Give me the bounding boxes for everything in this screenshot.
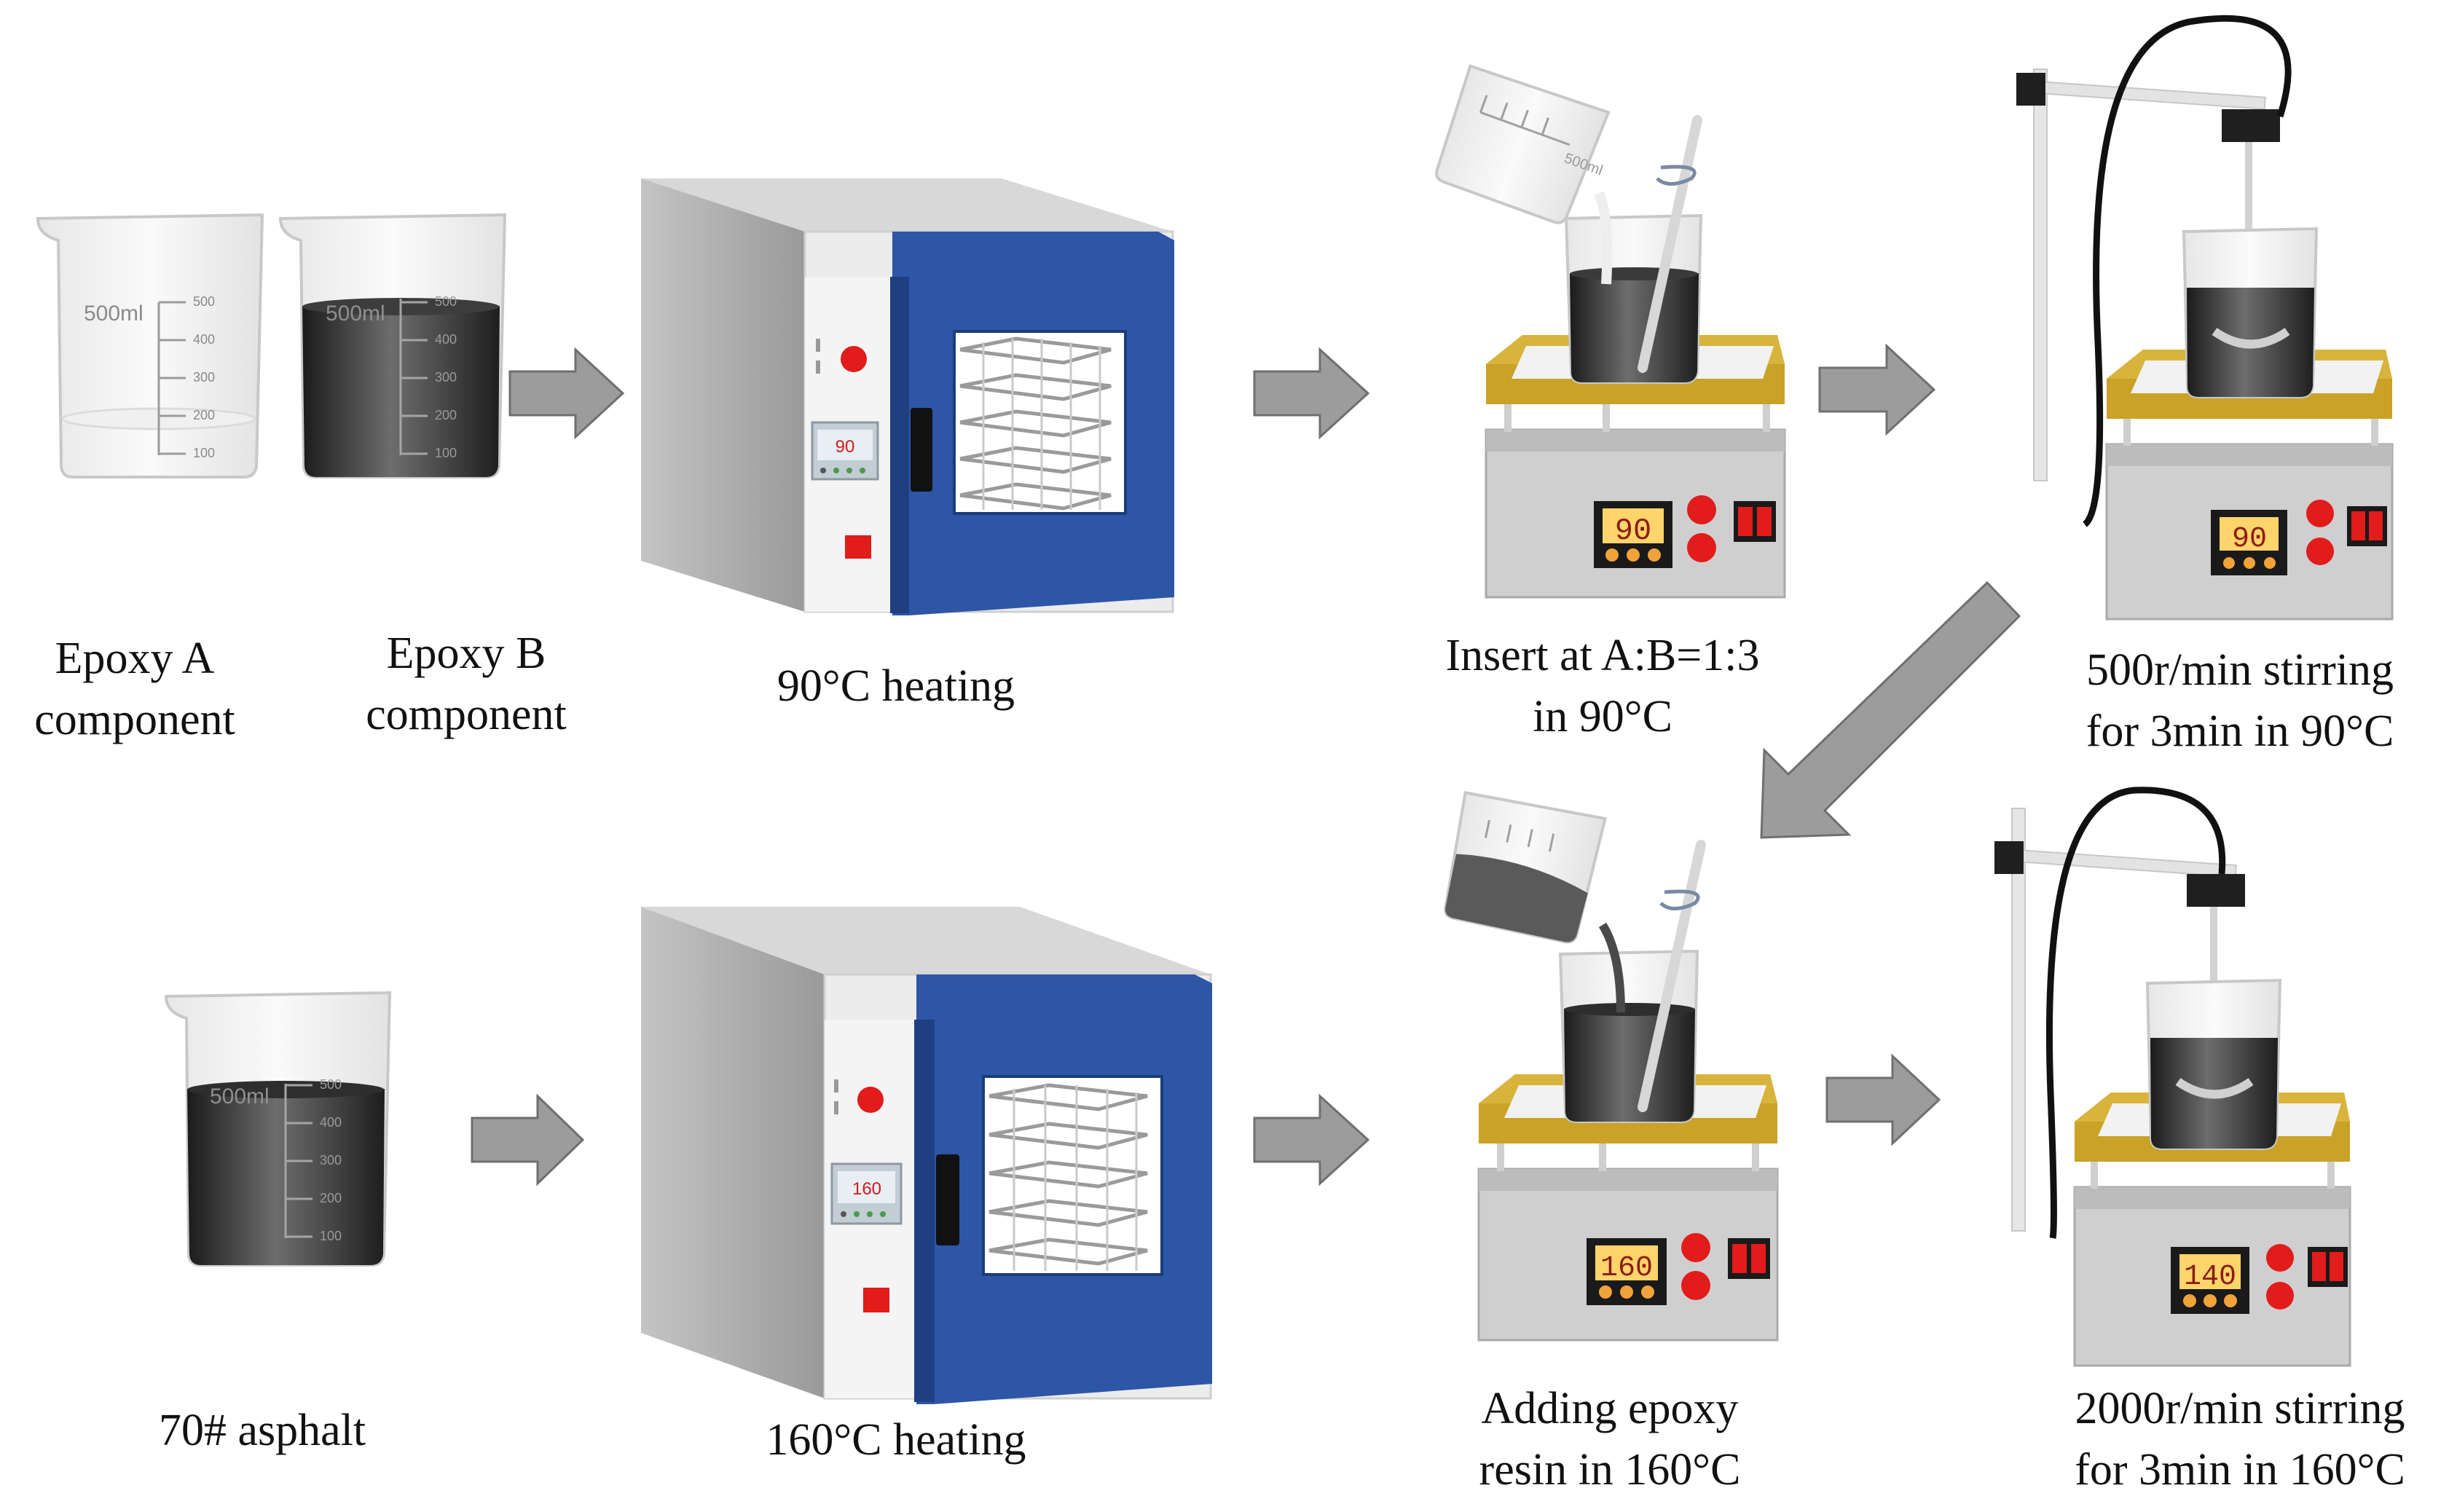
caption-stir-500: 500r/min stirring for 3min in 90°C bbox=[2036, 639, 2444, 762]
beaker-volume-label: 500ml bbox=[84, 302, 144, 326]
tick-label: 400 bbox=[193, 332, 215, 347]
tick-label: 400 bbox=[320, 1115, 342, 1130]
tick-label: 100 bbox=[193, 446, 215, 460]
tick-label: 100 bbox=[320, 1229, 342, 1243]
caption-line: component bbox=[366, 690, 567, 739]
caption-line: Epoxy A bbox=[55, 634, 215, 683]
flow-arrow bbox=[1253, 1093, 1370, 1186]
flow-arrow bbox=[1253, 347, 1370, 440]
tick-label: 200 bbox=[193, 408, 215, 422]
caption-asphalt: 70# asphalt bbox=[109, 1400, 415, 1461]
oven-temperature-readout: 90 bbox=[836, 437, 855, 457]
tick-label: 300 bbox=[435, 370, 457, 385]
caption-line: 500r/min stirring bbox=[2086, 645, 2394, 695]
tick-label: 500 bbox=[320, 1077, 342, 1092]
control-knob bbox=[2306, 538, 2334, 565]
caption-line: Epoxy B bbox=[386, 629, 546, 678]
tick-label: 300 bbox=[320, 1153, 342, 1168]
hotplate-mixing-top: 90 500ml bbox=[1435, 64, 1786, 599]
control-knob bbox=[1681, 1271, 1710, 1300]
oven-door-handle bbox=[911, 408, 932, 492]
caption-line: Insert at A:B=1:3 bbox=[1445, 631, 1760, 680]
beaker-volume-label: 500ml bbox=[326, 302, 385, 326]
power-switch bbox=[863, 1288, 889, 1312]
tick-label: 400 bbox=[435, 332, 457, 347]
stirring-station-bottom: 140 bbox=[1994, 787, 2351, 1367]
hotplate-temperature-readout: 90 bbox=[2232, 523, 2267, 556]
caption-stir-2000: 2000r/min stirring for 3min in 160°C bbox=[2032, 1378, 2448, 1500]
tick-label: 200 bbox=[435, 408, 457, 422]
hotplate-temperature-readout: 90 bbox=[1615, 513, 1651, 548]
oven-temperature-readout: 160 bbox=[852, 1179, 881, 1199]
oven-door-handle bbox=[936, 1154, 959, 1245]
caption-line: for 3min in 160°C bbox=[2075, 1445, 2405, 1495]
caption-adding-epoxy: Adding epoxy resin in 160°C bbox=[1399, 1378, 1821, 1500]
control-knob bbox=[2306, 500, 2334, 527]
tick-label: 500 bbox=[193, 294, 215, 309]
asphalt-beaker: 500ml 500 400 300 200 100 bbox=[164, 991, 392, 1267]
caption-epoxy-a: Epoxy A component bbox=[0, 628, 270, 750]
drying-oven-bottom: 160 bbox=[641, 907, 1212, 1404]
caption-heating-90: 90°C heating bbox=[714, 655, 1078, 717]
stirring-station-top: 90 bbox=[2016, 15, 2394, 621]
drying-oven-top: 90 bbox=[641, 178, 1174, 615]
hotplate-temperature-readout: 160 bbox=[1600, 1252, 1653, 1285]
caption-heating-160: 160°C heating bbox=[710, 1409, 1082, 1470]
epoxy-a-beaker: 500ml 500 400 300 200 100 bbox=[36, 213, 264, 479]
caption-line: resin in 160°C bbox=[1479, 1445, 1741, 1495]
caption-line: in 90°C bbox=[1533, 692, 1672, 741]
caption-line: Adding epoxy bbox=[1481, 1384, 1739, 1433]
control-knob bbox=[2266, 1282, 2294, 1310]
tick-label: 300 bbox=[193, 370, 215, 385]
flow-arrow bbox=[1760, 580, 2021, 839]
beaker-volume-label: 500ml bbox=[210, 1084, 270, 1109]
control-knob bbox=[1687, 495, 1716, 524]
tick-label: 100 bbox=[435, 446, 457, 460]
epoxy-b-beaker: 500ml 500 400 300 200 100 bbox=[278, 213, 507, 479]
control-knob bbox=[1687, 533, 1716, 562]
control-knob bbox=[1681, 1233, 1710, 1262]
hotplate-temperature-readout: 140 bbox=[2184, 1261, 2236, 1294]
tick-label: 500 bbox=[435, 294, 457, 309]
caption-line: 2000r/min stirring bbox=[2075, 1384, 2405, 1433]
caption-insert-ratio: Insert at A:B=1:3 in 90°C bbox=[1384, 625, 1821, 747]
flow-arrow bbox=[1825, 1053, 1941, 1146]
caption-line: for 3min in 90°C bbox=[2086, 706, 2394, 756]
caption-line: component bbox=[34, 695, 235, 744]
indicator-light bbox=[841, 346, 867, 372]
caption-line: 90°C heating bbox=[777, 661, 1015, 711]
caption-line: 70# asphalt bbox=[158, 1406, 366, 1455]
power-switch bbox=[845, 535, 871, 559]
caption-epoxy-b: Epoxy B component bbox=[331, 623, 601, 745]
hotplate-mixing-bottom: 160 bbox=[1444, 791, 1779, 1342]
caption-line: 160°C heating bbox=[766, 1415, 1026, 1465]
flow-arrow bbox=[471, 1093, 585, 1186]
flow-arrow bbox=[508, 347, 625, 440]
tick-label: 200 bbox=[320, 1191, 342, 1205]
control-knob bbox=[2266, 1244, 2294, 1272]
indicator-light bbox=[857, 1087, 884, 1113]
flow-arrow bbox=[1818, 343, 1936, 436]
